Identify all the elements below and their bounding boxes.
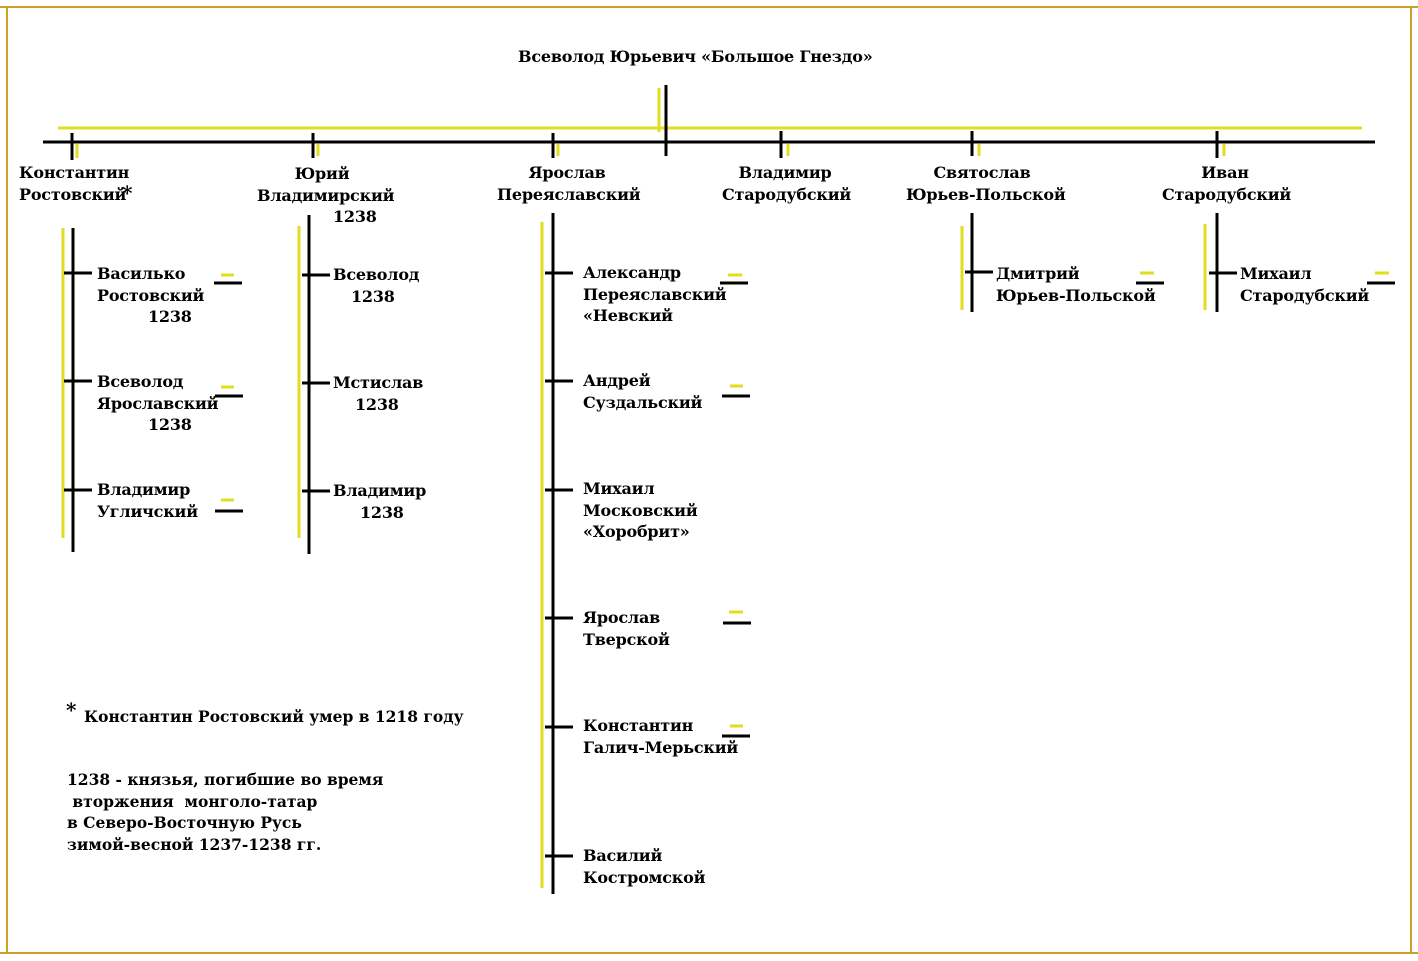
son-yaroslav: Ярослав Переяславский xyxy=(497,163,641,204)
root-name: Всеволод Юрьевич «Большое Гнездо» xyxy=(518,47,873,66)
grandson-aleksandr: Александр Переяславский «Невский xyxy=(583,263,727,325)
grandson-vladimir-ugl: Владимир Угличский xyxy=(97,480,198,521)
note-year-text: 1238 - князья, погибшие во время вторжен… xyxy=(67,770,384,854)
grandson-vladimir: Владимир xyxy=(333,481,427,500)
grandson-vladimir-year: 1238 xyxy=(360,503,404,522)
grandson-mikhail-star: Михаил Стародубский xyxy=(1240,264,1370,305)
grandson-vasily: Василий Костромской xyxy=(583,846,706,887)
son-yuri: Юрий Владимирский xyxy=(257,164,395,205)
grandson-konstantin-galich: Константин Галич-Мерьский xyxy=(583,716,739,757)
note-star: * xyxy=(66,698,77,722)
note-star-text: Константин Ростовский умер в 1218 году xyxy=(84,707,464,726)
son-konstantin: Константин Ростовский xyxy=(19,163,130,204)
grandson-andrei: Андрей Суздальский xyxy=(583,371,703,412)
son-svyatoslav: Святослав Юрьев-Польской xyxy=(906,163,1066,204)
grandson-mstislav-year: 1238 xyxy=(355,395,399,414)
grandson-mstislav: Мстислав xyxy=(333,373,424,392)
grandson-yaroslav-tver: Ярослав Тверской xyxy=(583,608,670,649)
son-yuri-year: 1238 xyxy=(333,207,377,226)
grandson-vasilko: Василько Ростовский xyxy=(97,264,205,305)
grandson-vsevolod-year: 1238 xyxy=(351,287,395,306)
grandson-vsevolod: Всеволод xyxy=(333,265,420,284)
grandson-mikhail-mosk: Михаил Московский «Хоробрит» xyxy=(583,479,698,541)
star-mark: * xyxy=(122,181,133,205)
grandson-vsevolod-yar-year: 1238 xyxy=(148,415,192,434)
grandson-vasilko-year: 1238 xyxy=(148,307,192,326)
son-ivan: Иван Стародубский xyxy=(1162,163,1292,204)
son-vladimir: Владимир Стародубский xyxy=(722,163,852,204)
grandson-dmitry: Дмитрий Юрьев-Польской xyxy=(996,264,1156,305)
grandson-vsevolod-yar: Всеволод Ярославский xyxy=(97,372,219,413)
